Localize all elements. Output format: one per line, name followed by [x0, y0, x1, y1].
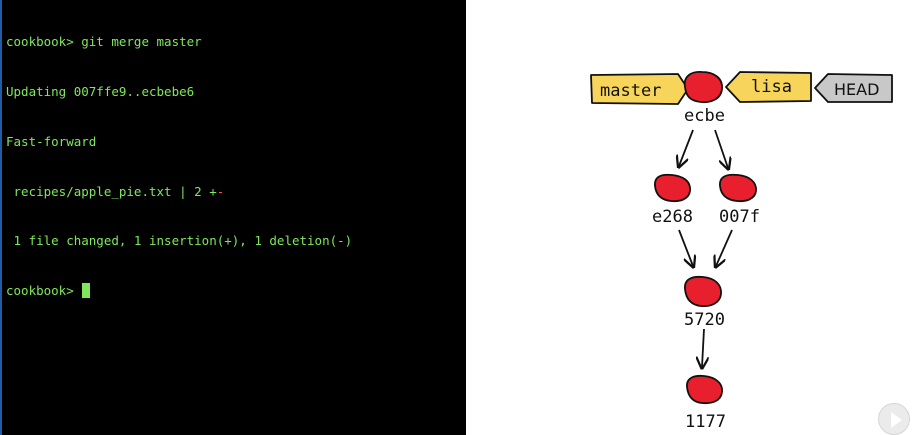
commit-graph: master lisa HEAD ecbe: [466, 0, 912, 435]
commit-hash-label: ecbe: [684, 106, 725, 126]
terminal-line: cookbook> git merge master: [6, 34, 466, 51]
parent-arrow: [678, 229, 693, 266]
diffstat-del: -: [216, 183, 225, 199]
head-label: HEAD: [834, 80, 879, 99]
command-text: cookbook> git merge master: [6, 34, 202, 50]
terminal-line: recipes/apple_pie.txt | 2 +-: [6, 184, 466, 201]
parent-arrow: [714, 129, 728, 168]
commit-node: 5720: [684, 275, 725, 330]
prompt-text: cookbook>: [6, 283, 82, 299]
terminal-line: 1 file changed, 1 insertion(+), 1 deleti…: [6, 233, 466, 250]
branch-master-label: master: [600, 81, 661, 101]
branch-lisa-label: lisa: [751, 77, 792, 97]
commit-hash-label: 5720: [684, 310, 725, 330]
commit-hash-label: 1177: [685, 412, 726, 432]
commit-node: 1177: [685, 374, 726, 432]
commit-hash-label: 007f: [719, 207, 760, 227]
commit-node: e268: [652, 173, 693, 227]
parent-arrow: [716, 229, 733, 266]
play-triangle: [891, 412, 902, 428]
terminal-line: Updating 007ffe9..ecbebe6: [6, 84, 466, 101]
parent-arrow: [679, 129, 694, 166]
terminal-prompt-line[interactable]: cookbook>: [6, 283, 466, 300]
output-text: 1 file changed, 1 insertion(+), 1 deleti…: [6, 233, 353, 249]
branch-master-tag: master: [590, 73, 689, 105]
play-icon[interactable]: [878, 403, 910, 435]
commit-node: ecbe: [683, 71, 725, 126]
terminal-cursor: [82, 283, 91, 299]
commit-hash-label: e268: [652, 207, 693, 227]
branch-lisa-tag: lisa: [725, 71, 812, 103]
head-tag: HEAD: [814, 73, 893, 103]
output-text: Updating 007ffe9..ecbebe6: [6, 83, 195, 99]
parent-arrow: [702, 328, 704, 367]
diffstat-file: recipes/apple_pie.txt | 2: [6, 183, 210, 199]
commit-graph-canvas: master lisa HEAD ecbe: [590, 71, 893, 432]
terminal-line: Fast-forward: [6, 134, 466, 151]
terminal-window[interactable]: cookbook> git merge master Updating 007f…: [0, 0, 466, 435]
output-text: Fast-forward: [6, 133, 97, 149]
commit-node: 007f: [719, 173, 760, 227]
diffstat-add: +: [209, 183, 217, 199]
